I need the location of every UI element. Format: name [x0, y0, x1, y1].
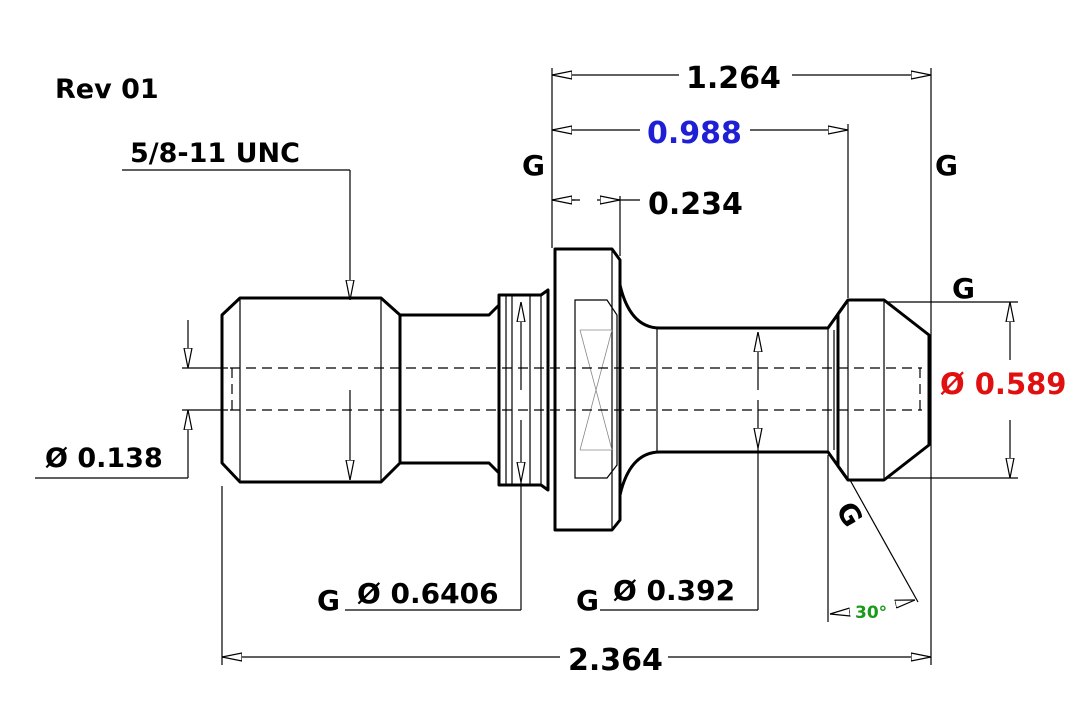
gauge-mark-neck: G — [576, 584, 599, 617]
wrench-flat-cross — [579, 329, 613, 451]
revision-label: Rev 01 — [55, 74, 159, 105]
angle-label: 30° — [855, 603, 887, 623]
neck-diameter-label: Ø 0.392 — [613, 574, 735, 607]
gauge-mark-top-right: G — [935, 149, 958, 182]
annotations: Rev 01 5/8-11 UNC 1.264 0.988 0.234 2.36… — [45, 61, 1066, 678]
angle-ext-slanted — [849, 479, 919, 603]
gauge-mark-head: G — [952, 272, 975, 305]
wrench-flat-outline — [574, 299, 618, 479]
bore-diameter-label: Ø 0.138 — [45, 443, 163, 474]
dim-1264-label: 1.264 — [686, 61, 781, 96]
dim-2364-label: 2.364 — [568, 643, 663, 678]
part-outline — [220, 247, 931, 532]
neck-outline — [618, 284, 850, 496]
angle-dim-arrow-left — [830, 612, 850, 614]
head-diameter-label: Ø 0.589 — [940, 367, 1066, 401]
thread-callout: 5/8-11 UNC — [130, 138, 300, 169]
dim-0234-label: 0.234 — [648, 187, 743, 222]
gauge-mark-top-left: G — [522, 149, 545, 182]
dimension-lines — [35, 68, 1018, 665]
relief-section-outline — [400, 303, 501, 475]
dim-0988-label: 0.988 — [647, 116, 742, 151]
gauge-mark-chamfer: G — [829, 496, 869, 532]
flange-outline — [553, 247, 622, 532]
gauge-mark-groove: G — [317, 584, 340, 617]
thread-section-outline — [220, 296, 402, 484]
angle-dim-arrow-right — [896, 600, 915, 604]
groove-diameter-label: Ø 0.6406 — [357, 577, 499, 610]
